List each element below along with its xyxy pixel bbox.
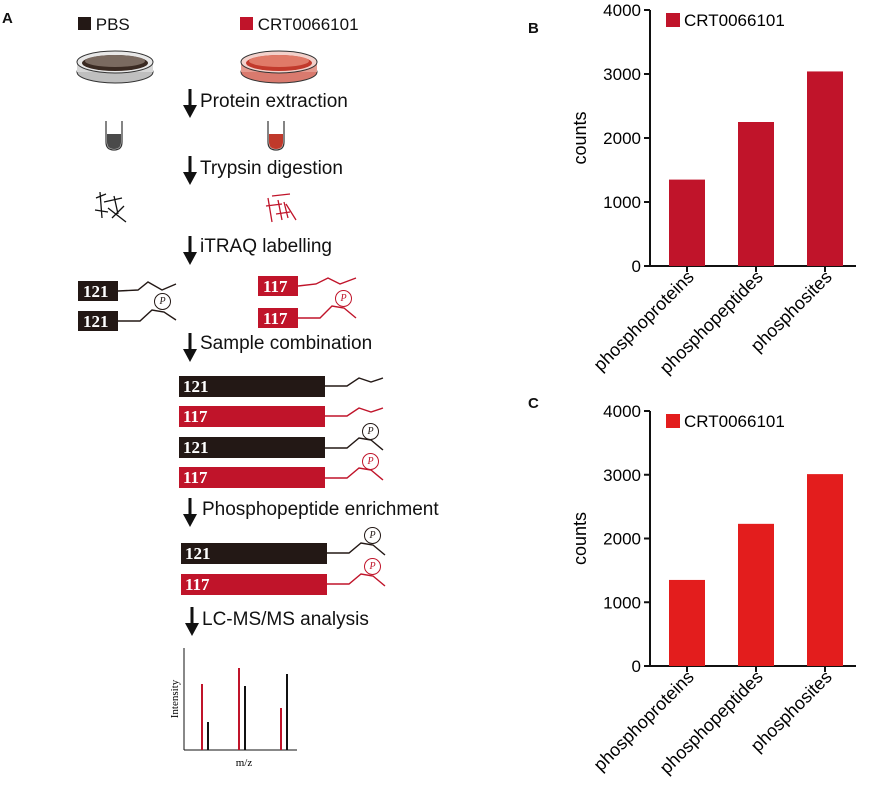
arrow-down-icon [183, 498, 197, 527]
phospho-p-icon: P [362, 423, 379, 440]
y-tick-label: 1000 [603, 193, 641, 212]
legend-label: CRT0066101 [684, 412, 785, 431]
crt-peptides-icon [265, 193, 297, 223]
enriched-bar-117: 117 [181, 574, 327, 595]
bar-phosphosites [807, 474, 843, 666]
step-itraq-labelling: iTRAQ labelling [200, 236, 332, 257]
y-tick-label: 1000 [603, 593, 641, 612]
enriched-bar-121: 121 [181, 543, 327, 564]
bar-phosphopeptides [738, 122, 774, 266]
ms-spectrum-plot: Intensity m/z [169, 648, 297, 769]
crt-labelled-peptide-lines [298, 277, 357, 319]
bar-phosphosites [807, 71, 843, 266]
bar-chart-b: 01000200030004000countsphosphoproteinsph… [570, 1, 856, 378]
arrow-down-icon [183, 89, 197, 118]
arrow-down-icon [185, 607, 199, 636]
y-tick-label: 4000 [603, 402, 641, 421]
legend-label: CRT0066101 [684, 11, 785, 30]
combined-bar-117: 117 [179, 406, 325, 427]
pbs-labelled-peptide-lines [118, 281, 177, 322]
phospho-p-icon: P [362, 453, 379, 470]
step-protein-extraction: Protein extraction [200, 91, 348, 112]
pbs-swatch [78, 17, 91, 30]
crt-tube-icon [267, 121, 285, 151]
y-tick-label: 3000 [603, 466, 641, 485]
combined-bar-121: 121 [179, 437, 325, 458]
panel-label-b: B [528, 20, 539, 37]
spectrum-ylabel: Intensity [169, 679, 181, 718]
panel-label-a: A [2, 10, 13, 27]
crt-dish-icon [240, 50, 318, 84]
spectrum-xlabel: m/z [236, 757, 253, 769]
y-tick-label: 2000 [603, 129, 641, 148]
pbs-dish-icon [76, 50, 154, 84]
y-tick-label: 0 [632, 657, 641, 676]
legend-swatch [666, 13, 680, 27]
bar-phosphoproteins [669, 579, 705, 666]
panel-label-c: C [528, 395, 539, 412]
crt-tag-117: 117 [258, 276, 298, 296]
pbs-tag-121: 121 [78, 281, 118, 301]
phospho-p-icon: P [364, 527, 381, 544]
phospho-p-icon: P [335, 290, 352, 307]
arrow-down-icon [183, 236, 197, 265]
y-axis-label: counts [570, 512, 590, 565]
y-tick-label: 2000 [603, 530, 641, 549]
step-phosphopeptide-enrichment: Phosphopeptide enrichment [202, 499, 439, 520]
bar-phosphoproteins [669, 179, 705, 266]
pbs-peptides-icon [94, 191, 127, 223]
combined-bar-117: 117 [179, 467, 325, 488]
y-tick-label: 4000 [603, 1, 641, 20]
combined-peptide-lines [325, 377, 384, 481]
crt-tag-117: 117 [258, 308, 298, 328]
phospho-p-icon: P [154, 293, 171, 310]
enriched-peptide-lines [327, 542, 386, 587]
y-tick-label: 3000 [603, 65, 641, 84]
bar-phosphopeptides [738, 523, 774, 666]
crt-swatch [240, 17, 253, 30]
combined-bar-121: 121 [179, 376, 325, 397]
pbs-tube-icon [105, 121, 123, 151]
crt-legend: CRT0066101 [240, 15, 359, 35]
arrow-down-icon [183, 333, 197, 362]
crt-label: CRT0066101 [257, 15, 359, 34]
bar-chart-c: 01000200030004000countsphosphoproteinsph… [570, 402, 856, 778]
pbs-tag-121: 121 [78, 311, 118, 331]
step-sample-combination: Sample combination [200, 333, 373, 354]
step-trypsin-digestion: Trypsin digestion [200, 158, 343, 179]
phospho-p-icon: P [364, 558, 381, 575]
step-lc-ms-analysis: LC-MS/MS analysis [202, 609, 369, 630]
y-tick-label: 0 [632, 257, 641, 276]
pbs-label: PBS [95, 15, 130, 34]
y-axis-label: counts [570, 111, 590, 164]
arrow-down-icon [183, 156, 197, 185]
legend-swatch [666, 414, 680, 428]
pbs-legend: PBS [78, 15, 130, 35]
